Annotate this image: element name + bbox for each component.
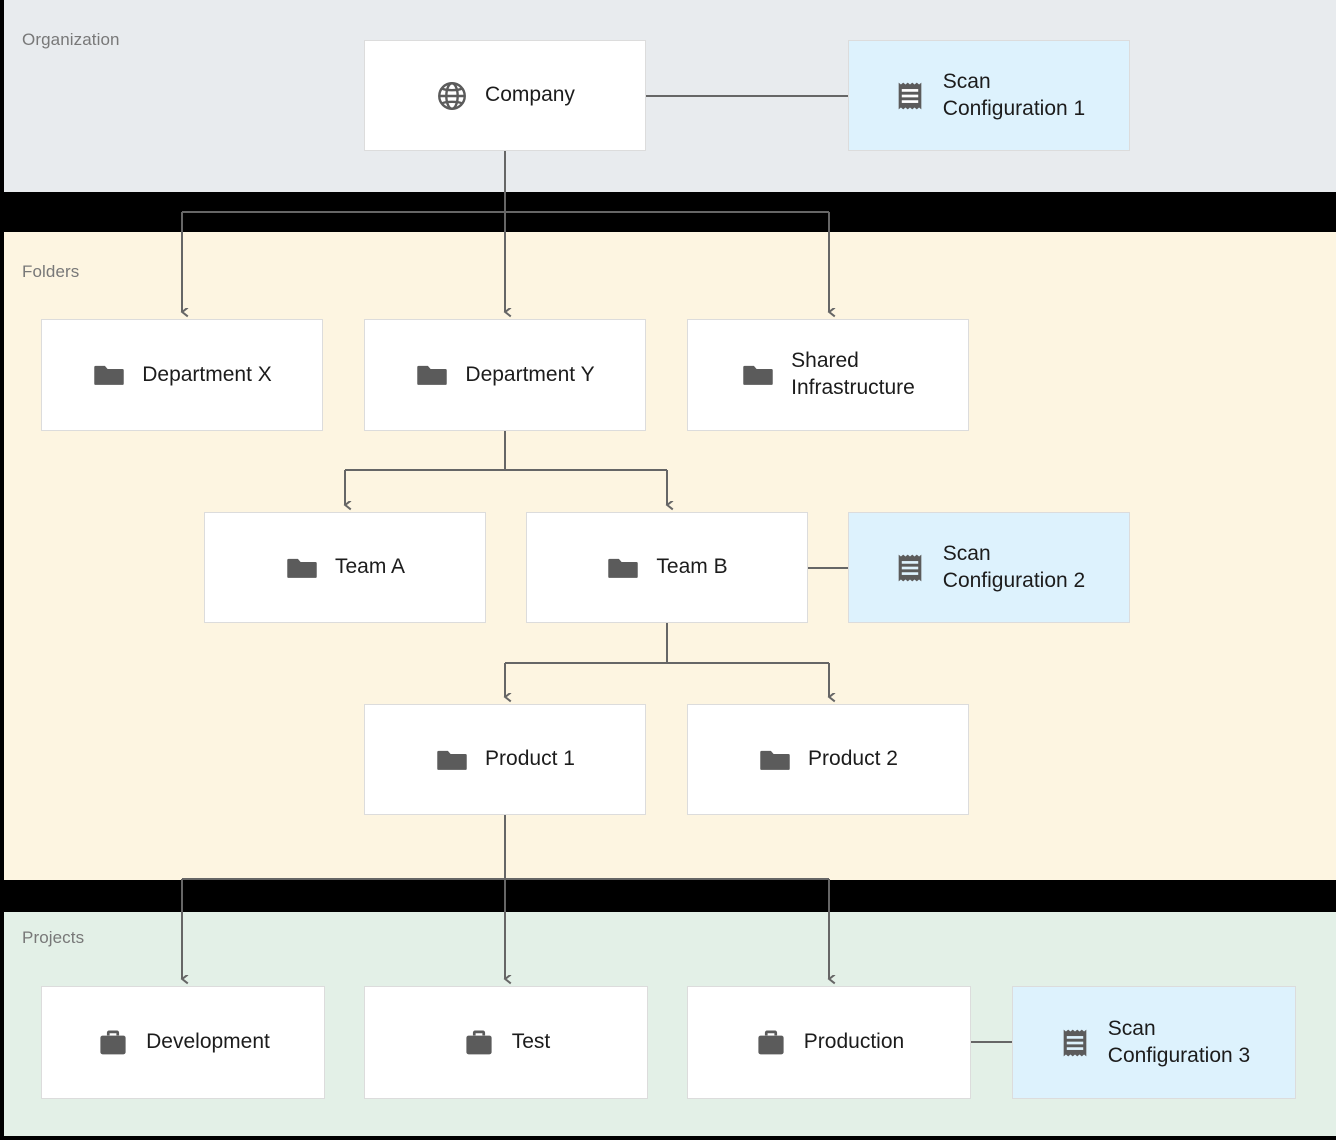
receipt-icon [893,79,927,113]
receipt-icon [1058,1026,1092,1060]
node-label: Department Y [465,362,595,386]
node-label: Test [511,1030,551,1054]
globe-icon [435,79,469,113]
briefcase-icon [462,1026,496,1060]
node-test[interactable]: Test [364,986,648,1099]
node-team-b[interactable]: Team B [526,512,808,623]
node-label: Scan Configuration 3 [1107,1016,1251,1067]
node-scan-configuration-2[interactable]: Scan Configuration 2 [848,512,1130,623]
folder-icon [415,358,449,392]
folder-icon [606,551,640,585]
node-label: Shared Infrastructure [791,349,915,399]
node-product-2[interactable]: Product 2 [687,704,969,815]
node-label: Company [485,83,575,107]
band-label-projects: Projects [22,928,85,947]
node-label: Department X [142,362,272,386]
receipt-icon [893,551,927,585]
node-label: Scan Configuration 2 [942,541,1086,592]
node-product-1[interactable]: Product 1 [364,704,646,815]
node-department-y[interactable]: Department Y [364,319,646,431]
folder-icon [741,358,775,392]
briefcase-icon [754,1026,788,1060]
node-label: Scan Configuration 1 [942,69,1086,120]
node-team-a[interactable]: Team A [204,512,486,623]
node-department-x[interactable]: Department X [41,319,323,431]
node-shared-infrastructure[interactable]: Shared Infrastructure [687,319,969,431]
node-label: Product 2 [808,747,898,771]
folder-icon [285,551,319,585]
band-label-organization: Organization [22,30,120,49]
node-scan-configuration-1[interactable]: Scan Configuration 1 [848,40,1130,151]
node-label: Development [146,1030,270,1054]
band-organization: Organization [4,0,1336,192]
band-label-folders: Folders [22,262,80,281]
node-label: Product 1 [485,747,575,771]
briefcase-icon [96,1026,130,1060]
node-scan-configuration-3[interactable]: Scan Configuration 3 [1012,986,1296,1099]
folder-icon [435,743,469,777]
node-development[interactable]: Development [41,986,325,1099]
node-label: Production [803,1030,905,1054]
node-label: Team B [656,555,728,579]
node-label: Team A [334,555,406,579]
node-production[interactable]: Production [687,986,971,1099]
node-company[interactable]: Company [364,40,646,151]
folder-icon [758,743,792,777]
folder-icon [92,358,126,392]
